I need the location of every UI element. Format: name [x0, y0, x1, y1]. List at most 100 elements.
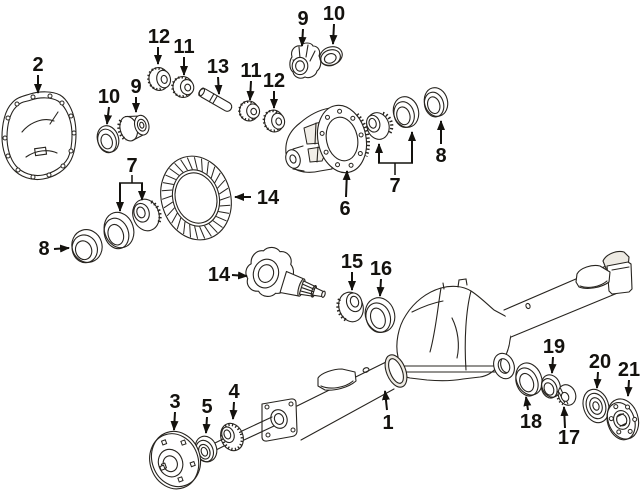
callout-13-pinion-shaft[interactable]: 13	[207, 56, 229, 95]
part-washer-upper-right	[262, 109, 286, 133]
callout-arrow	[376, 278, 385, 297]
callout-arrow	[298, 28, 307, 47]
callout-4-hub-bearing[interactable]: 4	[228, 381, 240, 420]
callout-number: 14	[257, 187, 280, 209]
callout-9-pinion-gear-left[interactable]: 9	[130, 76, 142, 113]
callout-10-thrust-washer-left[interactable]: 10	[98, 86, 120, 125]
tube-collar	[384, 354, 408, 388]
part-pinion-shaft	[198, 87, 233, 112]
callout-number: 18	[520, 411, 542, 433]
part-washer-upper-left	[147, 67, 172, 91]
callout-number: 1	[382, 412, 393, 434]
callout-number: 8	[38, 238, 49, 260]
callout-arrow	[231, 271, 248, 280]
callout-15-pinion-bearing[interactable]: 15	[341, 251, 363, 291]
part-drive-pinion	[245, 246, 326, 298]
callout-arrow	[329, 23, 338, 45]
callout-14-drive-pinion[interactable]: 14	[208, 264, 248, 286]
callout-number: 14	[208, 264, 231, 286]
callout-arrow	[53, 244, 70, 253]
part-ring-gear	[160, 155, 232, 241]
part-side-gear-upper-right	[238, 100, 261, 122]
callout-19-axle-bearing[interactable]: 19	[543, 336, 565, 374]
callout-11-side-gear-upper-left[interactable]: 11	[173, 36, 195, 76]
spring-perch-upper	[575, 264, 611, 289]
callout-7-carrier-bearing-set-right[interactable]: 7	[375, 131, 416, 197]
part-hub-bearing	[220, 422, 244, 452]
callout-number: 17	[558, 427, 580, 449]
callout-10-thrust-washer-right[interactable]: 10	[323, 3, 345, 45]
callout-number: 12	[148, 26, 170, 48]
callout-2-differential-cover[interactable]: 2	[32, 54, 44, 94]
callout-8-bearing-shim-right[interactable]: 8	[435, 120, 447, 167]
callout-number: 15	[341, 251, 363, 273]
callout-12-washer-upper-left[interactable]: 12	[148, 26, 170, 65]
part-differential-case	[285, 104, 370, 174]
callout-arrow	[624, 379, 633, 397]
callout-6-differential-case[interactable]: 6	[339, 170, 351, 220]
callout-9-pinion-gear-right[interactable]: 9	[297, 8, 309, 47]
callout-14-ring-gear[interactable]: 14	[234, 187, 280, 209]
callout-number: 11	[240, 60, 261, 82]
callout-number: 16	[370, 258, 392, 280]
part-carrier-bearing-cup-left	[103, 211, 135, 250]
ring-gear-teeth	[161, 157, 231, 239]
callout-arrow	[560, 406, 569, 429]
callout-number: 3	[169, 391, 180, 413]
callout-8-bearing-shim-left[interactable]: 8	[38, 238, 70, 260]
axle-tube-boss	[493, 352, 515, 380]
callout-number: 10	[323, 3, 345, 25]
callout-number: 6	[339, 198, 350, 220]
part-bearing-shim-left	[71, 229, 103, 264]
callout-arrow	[593, 371, 602, 389]
callout-12-washer-upper-right[interactable]: 12	[263, 70, 285, 109]
part-hub-seal	[194, 435, 218, 463]
part-hub-flange	[149, 430, 202, 490]
part-carrier-bearing-cone-right	[366, 111, 394, 140]
part-axle-seal	[515, 362, 543, 397]
part-pinion-gear-left	[117, 114, 150, 142]
callout-number: 8	[435, 145, 446, 167]
callout-number: 13	[207, 56, 229, 78]
part-output-flange	[606, 398, 640, 441]
part-pinion-spacer	[364, 297, 396, 333]
callout-arrow	[202, 416, 211, 434]
callout-21-output-flange[interactable]: 21	[618, 359, 640, 397]
callout-number: 12	[263, 70, 285, 92]
callout-number: 21	[618, 359, 640, 381]
callout-7-carrier-bearing-set-left[interactable]: 7	[116, 155, 146, 212]
callout-17-spindle-nut[interactable]: 17	[558, 406, 580, 449]
callout-number: 9	[130, 76, 141, 98]
callout-number: 10	[98, 86, 120, 108]
callout-arrow	[342, 170, 351, 198]
part-spindle-nut	[556, 384, 577, 406]
part-bearing-shim-right	[423, 87, 449, 118]
callout-3-hub-and-shaft[interactable]: 3	[169, 391, 181, 431]
callout-20-slinger-disc[interactable]: 20	[589, 351, 611, 389]
callout-1-axle-housing[interactable]: 1	[381, 390, 394, 434]
callout-arrow	[104, 106, 113, 125]
part-axle-bearing	[540, 374, 561, 399]
part-differential-cover	[1, 91, 77, 181]
callout-number: 11	[173, 36, 194, 58]
part-slinger-disc	[582, 388, 610, 424]
callout-arrow	[229, 401, 238, 420]
part-thrust-washer-right	[319, 46, 343, 67]
callout-number: 7	[389, 175, 400, 197]
callout-18-axle-seal[interactable]: 18	[520, 396, 542, 433]
part-thrust-washer-left	[96, 125, 120, 154]
callout-11-side-gear-upper-right[interactable]: 11	[240, 60, 262, 101]
callout-number: 4	[228, 381, 240, 403]
callout-arrow	[214, 76, 223, 95]
callout-arrow	[246, 80, 255, 101]
callout-5-hub-seal[interactable]: 5	[201, 396, 213, 434]
callout-arrow	[170, 411, 179, 431]
callout-number: 9	[297, 8, 308, 30]
callout-number: 19	[543, 336, 565, 358]
callout-16-pinion-spacer[interactable]: 16	[370, 258, 392, 297]
part-pinion-gear-right	[289, 42, 322, 79]
callout-number: 7	[126, 155, 137, 177]
callout-arrow	[548, 356, 557, 374]
